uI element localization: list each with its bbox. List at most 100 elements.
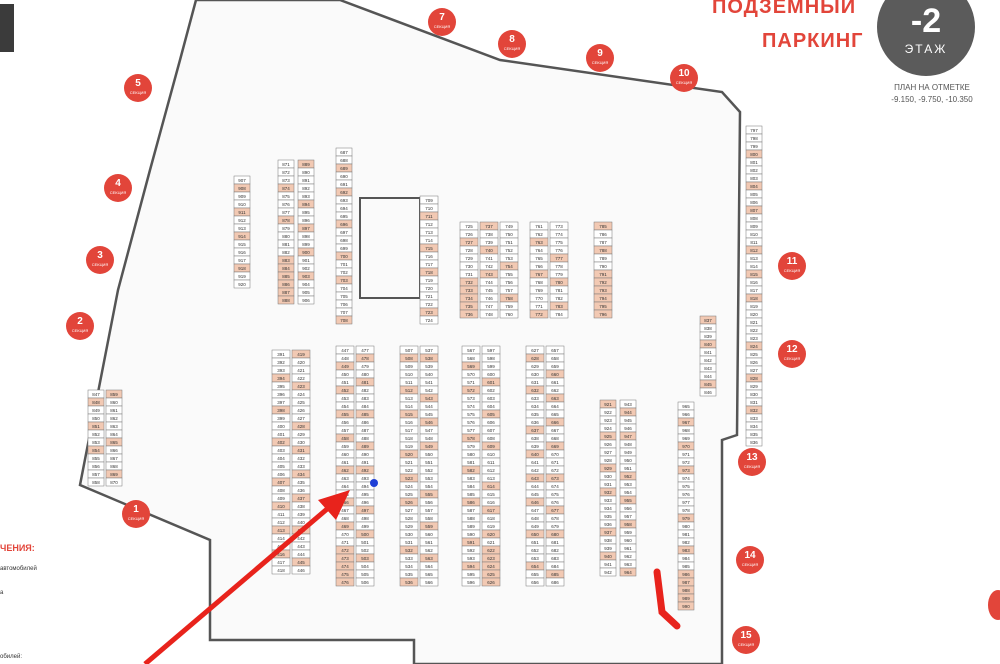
parking-space[interactable] [355, 577, 375, 587]
parking-space-number: 556 [425, 500, 433, 505]
parking-space-number: 773 [555, 224, 563, 229]
section-word: СЕКЦИЯ [675, 80, 693, 85]
parking-space-number: 537 [425, 348, 433, 353]
parking-space-number: 456 [341, 420, 349, 425]
parking-space-number: 511 [405, 380, 413, 385]
parking-space-number: 763 [535, 240, 543, 245]
parking-space[interactable] [529, 309, 549, 319]
parking-space-number: 838 [704, 326, 712, 331]
parking-space[interactable] [479, 309, 499, 319]
parking-space-number: 457 [341, 428, 349, 433]
parking-space-number: 844 [704, 374, 712, 379]
parking-space[interactable] [499, 309, 519, 319]
parking-space-number: 774 [555, 232, 563, 237]
parking-space[interactable] [105, 477, 123, 487]
parking-space[interactable] [549, 309, 569, 319]
parking-space-number: 713 [425, 230, 433, 235]
parking-space-number: 892 [302, 186, 310, 191]
parking-space-number: 693 [340, 198, 348, 203]
parking-space-number: 489 [361, 444, 369, 449]
parking-space-number: 921 [604, 402, 612, 407]
parking-space-number: 589 [467, 524, 475, 529]
parking-space-number: 645 [531, 492, 539, 497]
parking-space-number: 586 [467, 500, 475, 505]
floor-number: -2 [910, 2, 942, 40]
parking-space-number: 574 [467, 404, 475, 409]
parking-space[interactable] [335, 577, 355, 587]
parking-space-number: 426 [297, 408, 305, 413]
parking-space[interactable] [233, 279, 251, 289]
parking-space[interactable] [545, 577, 565, 587]
parking-space-number: 470 [341, 532, 349, 537]
parking-space-number: 533 [405, 556, 413, 561]
parking-space-number: 600 [487, 372, 495, 377]
parking-space-number: 805 [750, 192, 758, 197]
parking-space-number: 692 [340, 190, 348, 195]
parking-space-number: 755 [505, 272, 513, 277]
parking-space[interactable] [461, 577, 481, 587]
parking-space[interactable] [419, 577, 439, 587]
parking-space[interactable] [291, 565, 311, 575]
parking-space-number: 601 [487, 380, 495, 385]
parking-space[interactable] [593, 309, 613, 319]
parking-space-number: 883 [282, 258, 290, 263]
parking-space-number: 817 [750, 288, 758, 293]
parking-space-number: 714 [425, 238, 433, 243]
parking-space-number: 880 [282, 234, 290, 239]
parking-space[interactable] [87, 477, 105, 487]
parking-space-number: 677 [551, 508, 559, 513]
parking-space-number: 507 [405, 348, 413, 353]
parking-space[interactable] [399, 577, 419, 587]
parking-space[interactable] [745, 437, 763, 447]
parking-space-number: 577 [467, 428, 475, 433]
parking-space-number: 807 [750, 208, 758, 213]
parking-space-number: 857 [92, 472, 100, 477]
section-number: 8 [509, 34, 515, 45]
parking-space[interactable] [525, 577, 545, 587]
parking-space-number: 988 [682, 588, 690, 593]
parking-space-number: 635 [531, 412, 539, 417]
parking-space[interactable] [619, 567, 637, 577]
parking-space-number: 622 [487, 548, 495, 553]
parking-space-number: 833 [750, 416, 758, 421]
parking-space-number: 941 [604, 562, 612, 567]
parking-space-number: 989 [682, 596, 690, 601]
parking-space-number: 722 [425, 302, 433, 307]
parking-space-number: 854 [92, 448, 100, 453]
parking-space[interactable] [335, 315, 353, 325]
parking-space-number: 461 [341, 460, 349, 465]
parking-space[interactable] [419, 315, 439, 325]
parking-space-number: 558 [425, 516, 433, 521]
parking-space[interactable] [459, 309, 479, 319]
parking-space-number: 594 [467, 564, 475, 569]
parking-space-number: 837 [704, 318, 712, 323]
parking-space-number: 695 [340, 214, 348, 219]
parking-space[interactable] [599, 567, 617, 577]
parking-space-number: 708 [340, 318, 348, 323]
parking-space-number: 717 [425, 262, 433, 267]
offpage-marker [988, 590, 1000, 620]
parking-space-number: 775 [555, 240, 563, 245]
parking-space-number: 978 [682, 508, 690, 513]
parking-space-number: 561 [425, 540, 433, 545]
parking-space-number: 803 [750, 176, 758, 181]
parking-space[interactable] [699, 387, 717, 397]
parking-space-number: 568 [467, 356, 475, 361]
parking-space-number: 667 [551, 428, 559, 433]
parking-space-number: 882 [282, 250, 290, 255]
parking-space-number: 950 [624, 458, 632, 463]
parking-space[interactable] [297, 295, 315, 305]
parking-space-number: 820 [750, 312, 758, 317]
parking-space-number: 478 [361, 356, 369, 361]
parking-space[interactable] [271, 565, 291, 575]
parking-space-number: 503 [361, 556, 369, 561]
parking-space-number: 961 [624, 546, 632, 551]
parking-space-number: 896 [302, 218, 310, 223]
parking-space[interactable] [277, 295, 295, 305]
parking-space[interactable] [677, 601, 695, 611]
parking-space-number: 709 [425, 198, 433, 203]
parking-space-number: 778 [555, 264, 563, 269]
parking-space[interactable] [481, 577, 501, 587]
